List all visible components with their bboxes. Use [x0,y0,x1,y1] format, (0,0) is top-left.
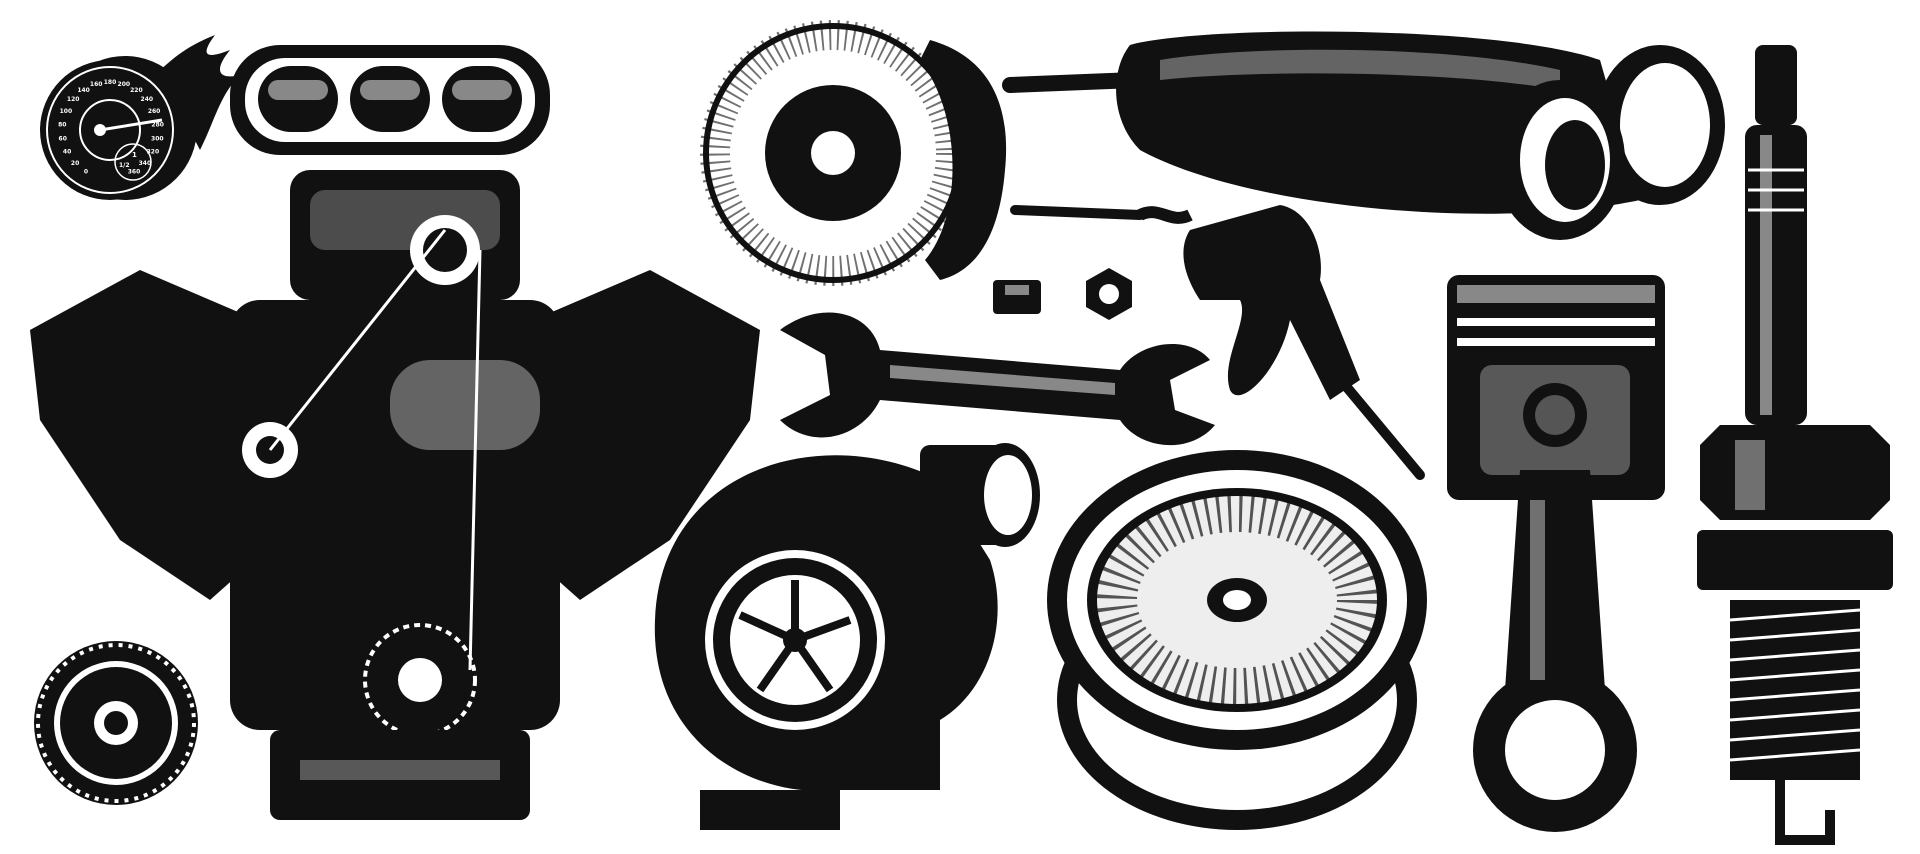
spark-plug-icon [1697,45,1893,845]
turbocharger-icon [654,443,1040,830]
engine-icon [30,45,760,820]
speed-label: 120 [67,96,80,103]
speed-label: 0 [84,169,88,176]
speed-label: 80 [58,121,66,128]
speed-label: 40 [63,149,71,156]
speed-label: 20 [71,160,79,167]
speed-label: 280 [151,121,164,128]
brake-disc-icon [700,20,1007,286]
fuel-nozzle-icon [1010,205,1425,480]
speed-label: 360 [128,169,141,176]
wheel-rim-icon [1047,450,1427,830]
speed-label: 320 [147,149,160,156]
speed-label: 340 [139,160,152,167]
speed-label: 300 [151,135,164,142]
gear-icon [34,641,198,805]
wrench-icon [780,312,1215,446]
speed-label: 140 [77,87,90,94]
speed-label: 200 [118,81,131,88]
hex-nut-icon [1086,268,1132,320]
speed-label: 260 [148,108,161,115]
speed-label: 160 [90,81,103,88]
piston-icon [1447,275,1665,832]
speed-label: 100 [60,108,73,115]
fuel-half-label: 1/2 [119,162,130,169]
exhaust-pipe-icon [1002,31,1725,240]
speed-label: 60 [59,135,67,142]
speed-label: 240 [141,96,154,103]
speed-label: 180 [104,79,117,86]
nut-icon [993,280,1041,314]
fuel-full-label: 1 [132,151,137,159]
speed-label: 220 [130,87,143,94]
